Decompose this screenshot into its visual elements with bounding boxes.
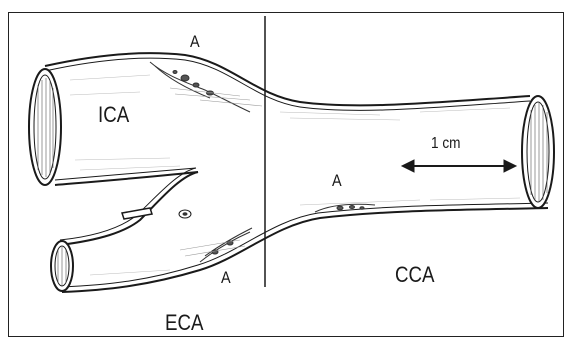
plaque-label-middle: A [332,172,342,189]
plaque-label-bottom: A [221,269,231,286]
cca-label: CCA [395,264,434,286]
eca-lower-wall [62,208,548,292]
scale-arrow [402,160,516,172]
eca-label: ECA [165,312,203,334]
ica-label: ICA [98,104,129,126]
ica-upper-wall [45,53,530,105]
plaque-label-top: A [190,33,200,50]
branch-stub [122,208,152,219]
scale-label: 1 cm [431,136,460,152]
plaque-top-drawing [150,62,262,112]
